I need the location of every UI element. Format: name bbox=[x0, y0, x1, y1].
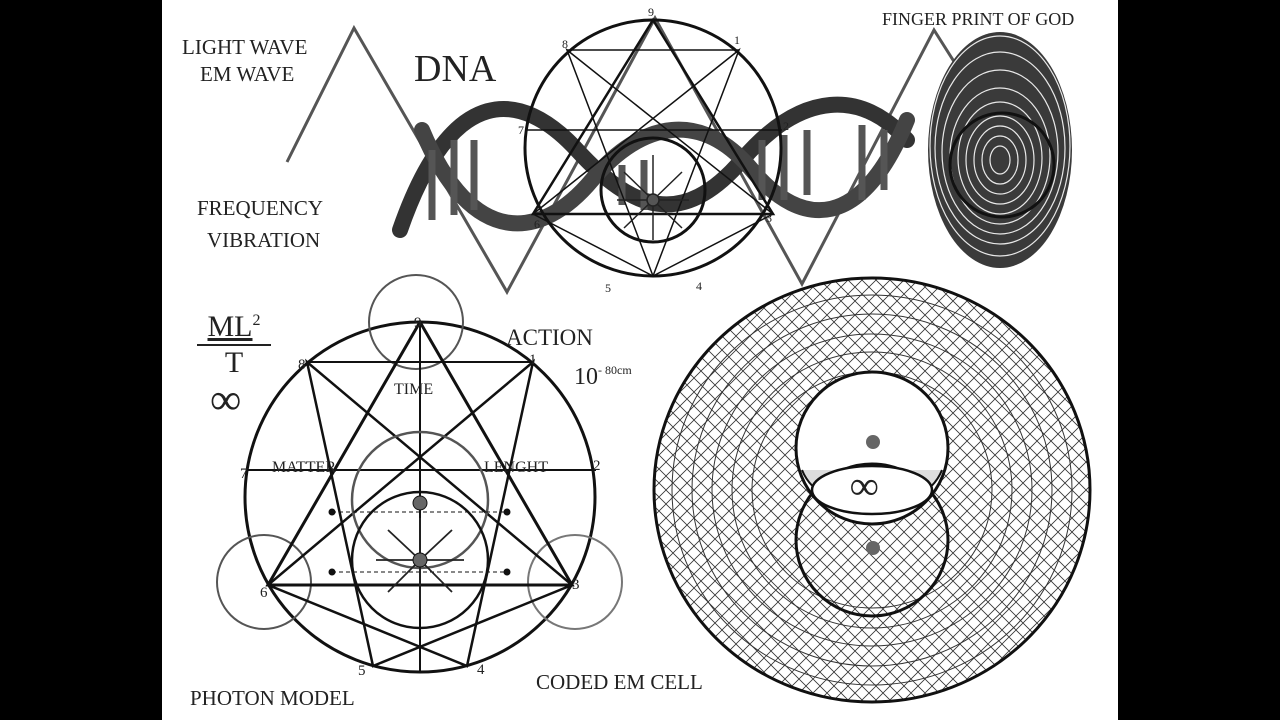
scale-label: 10- 80cm bbox=[574, 364, 632, 389]
svg-text:3: 3 bbox=[766, 211, 772, 225]
dna-label: DNA bbox=[414, 48, 497, 90]
formula-denominator: T bbox=[224, 346, 244, 379]
infinity-symbol: ∞ bbox=[210, 375, 242, 424]
svg-text:6: 6 bbox=[534, 217, 540, 231]
diagram-artwork: 9 1 2 3 4 5 6 7 8 bbox=[216, 5, 1092, 704]
svg-text:5: 5 bbox=[358, 663, 366, 679]
em-wave-label: EM WAVE bbox=[200, 62, 295, 86]
svg-text:7: 7 bbox=[518, 123, 524, 137]
coded-em-cell-label: CODED EM CELL bbox=[536, 670, 703, 694]
scale-exponent: - 80cm bbox=[598, 363, 632, 377]
action-label: ACTION bbox=[506, 325, 593, 350]
svg-text:4: 4 bbox=[696, 279, 702, 293]
svg-text:8: 8 bbox=[562, 37, 568, 51]
upper-circle-numbers: 9 1 2 3 4 5 6 7 8 bbox=[518, 5, 789, 295]
fingerprint bbox=[928, 32, 1072, 268]
svg-text:8: 8 bbox=[298, 357, 306, 373]
lenght-label: LENGHT bbox=[484, 459, 548, 476]
svg-text:9: 9 bbox=[414, 315, 422, 331]
frequency-label: FREQUENCY bbox=[197, 196, 324, 220]
svg-text:2: 2 bbox=[783, 119, 789, 133]
light-wave-zigzag bbox=[285, 14, 1012, 296]
photon-circle-numbers: 9 1 2 3 4 5 6 7 8 bbox=[240, 315, 601, 679]
svg-text:2: 2 bbox=[593, 458, 601, 474]
svg-text:3: 3 bbox=[572, 577, 580, 593]
formula: ML2 T bbox=[194, 312, 274, 379]
matter-label: MATTER bbox=[272, 459, 336, 476]
svg-text:5: 5 bbox=[605, 281, 611, 295]
diagram-canvas: 9 1 2 3 4 5 6 7 8 bbox=[162, 0, 1118, 720]
formula-exponent: 2 bbox=[252, 312, 261, 329]
formula-numerator: ML bbox=[207, 310, 253, 343]
upper-circle-arrows bbox=[617, 155, 689, 240]
vibration-label: VIBRATION bbox=[207, 228, 321, 252]
svg-text:7: 7 bbox=[240, 466, 248, 482]
finger-print-label: FINGER PRINT OF GOD bbox=[882, 9, 1075, 29]
photon-model bbox=[216, 274, 623, 674]
svg-text:1: 1 bbox=[734, 33, 740, 47]
svg-text:4: 4 bbox=[477, 662, 485, 678]
formula-fraction-bar bbox=[197, 344, 271, 346]
torus-infinity-symbol: ∞ bbox=[850, 463, 879, 508]
svg-text:9: 9 bbox=[648, 5, 654, 19]
svg-text:6: 6 bbox=[260, 585, 268, 601]
torus-em-cell bbox=[652, 276, 1092, 704]
photon-model-label: PHOTON MODEL bbox=[190, 686, 355, 710]
time-label: TIME bbox=[394, 381, 434, 398]
light-wave-label: LIGHT WAVE bbox=[182, 35, 308, 59]
scale-base: 10 bbox=[574, 364, 598, 390]
svg-text:1: 1 bbox=[529, 352, 537, 368]
